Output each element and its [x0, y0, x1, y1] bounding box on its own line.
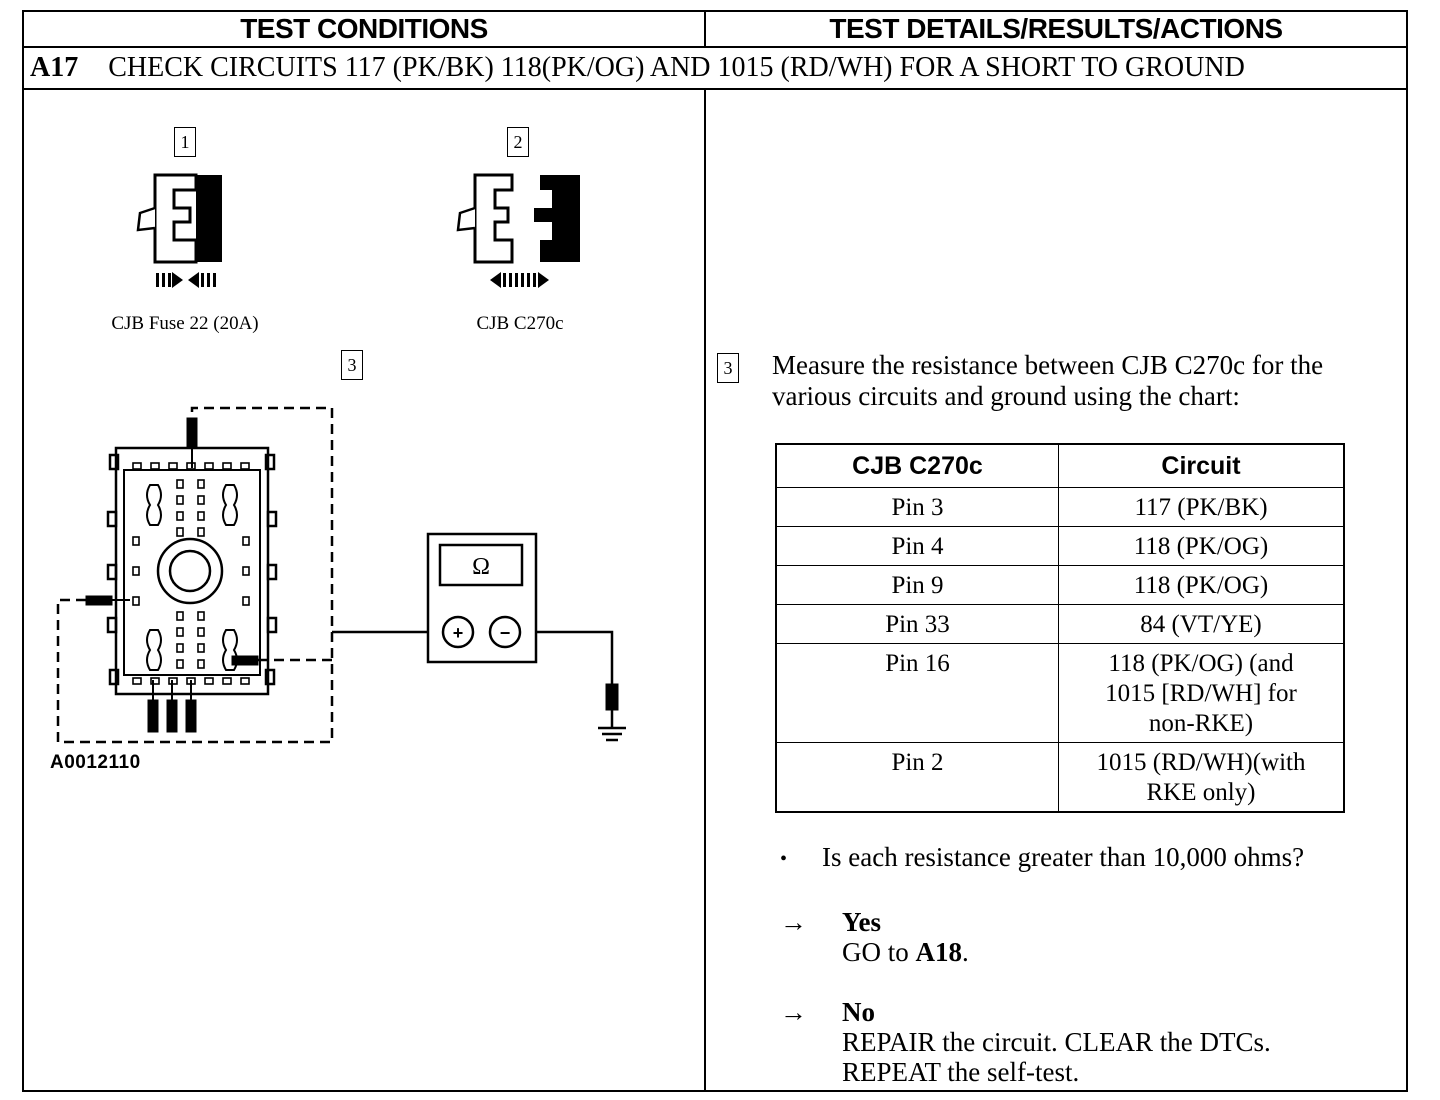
connector-caption: CJB C270c	[476, 313, 564, 334]
step-3-marker: 3	[717, 353, 739, 383]
pin-cell: Pin 16	[775, 643, 1059, 743]
ohm-symbol: Ω	[472, 554, 490, 580]
circuit-cell: 118 (PK/OG) (and 1015 [RD/WH] for non-RK…	[1058, 643, 1345, 743]
table-row: Pin 33 84 (VT/YE)	[775, 604, 1345, 644]
callout-2: 2	[507, 127, 529, 157]
test-probe-leads	[56, 406, 334, 744]
chart-header-row: CJB C270c Circuit	[775, 443, 1345, 488]
table-row: Pin 16 118 (PK/OG) (and 1015 [RD/WH] for…	[775, 643, 1345, 743]
bullet: •	[780, 848, 788, 871]
callout-1: 1	[174, 127, 196, 157]
pin-cell: Pin 3	[775, 487, 1059, 527]
circuit-cell: 117 (PK/BK)	[1058, 487, 1345, 527]
c270c-connector-face	[106, 446, 278, 696]
connected-connector-icon	[136, 173, 222, 264]
yes-action: GO to A18.	[842, 937, 969, 967]
test-conditions-heading: TEST CONDITIONS	[240, 13, 488, 44]
table-row: Pin 2 1015 (RD/WH)(with RKE only)	[775, 742, 1345, 813]
ground-icon	[598, 683, 626, 742]
plus-terminal-label: +	[453, 623, 464, 643]
push-together-arrows-icon	[156, 272, 216, 288]
header-column-divider	[704, 10, 706, 48]
chart-header-connector: CJB C270c	[775, 443, 1059, 488]
c270c-pin-grid	[132, 462, 250, 685]
plus-terminal-icon	[441, 615, 475, 649]
circuit-cell: 118 (PK/OG)	[1058, 526, 1345, 566]
pin-cell: Pin 4	[775, 526, 1059, 566]
resistance-question: • Is each resistance greater than 10,000 …	[780, 842, 1304, 873]
pin-circuit-chart: CJB C270c Circuit Pin 3 117 (PK/BK) Pin …	[775, 443, 1345, 813]
step-title: CHECK CIRCUITS 117 (PK/BK) 118(PK/OG) AN…	[108, 52, 1245, 83]
probe-tips-icon	[85, 417, 259, 733]
figure-id: A0012110	[50, 752, 141, 773]
step-id: A17	[30, 52, 79, 83]
test-details-heading: TEST DETAILS/RESULTS/ACTIONS	[829, 13, 1283, 44]
right-arrow-icon: →	[780, 997, 807, 1027]
table-row: Pin 9 118 (PK/OG)	[775, 565, 1345, 605]
body-column-divider	[704, 88, 706, 1092]
circuit-cell: 118 (PK/OG)	[1058, 565, 1345, 605]
fuse-caption: CJB Fuse 22 (20A)	[111, 313, 259, 334]
header-divider	[22, 46, 1408, 48]
step-title-row: A17 CHECK CIRCUITS 117 (PK/BK) 118(PK/OG)…	[30, 48, 1245, 88]
callout-3: 3	[341, 350, 363, 380]
pull-apart-arrows-icon	[490, 272, 549, 288]
ohmmeter: Ω + −	[426, 532, 538, 664]
yes-label: Yes	[842, 907, 881, 937]
minus-terminal-label: −	[500, 623, 511, 643]
pin-cell: Pin 2	[775, 742, 1059, 813]
minus-terminal-icon	[488, 615, 522, 649]
question-text: Is each resistance greater than 10,000 o…	[822, 842, 1305, 872]
disconnected-connector-icon	[456, 173, 580, 264]
negative-lead-wire	[522, 630, 614, 684]
step-divider	[22, 88, 1408, 90]
pin-cell: Pin 33	[775, 604, 1059, 644]
chart-header-circuit: Circuit	[1058, 443, 1345, 488]
procedure-frame	[22, 10, 1408, 1092]
no-action-line-1: REPAIR the circuit. CLEAR the DTCs.	[842, 1027, 1271, 1057]
circuit-cell: 84 (VT/YE)	[1058, 604, 1345, 644]
pin-cell: Pin 9	[775, 565, 1059, 605]
no-label: No	[842, 997, 875, 1027]
yes-target-step: A18	[915, 937, 963, 967]
table-row: Pin 4 118 (PK/OG)	[775, 526, 1345, 566]
measurement-instruction: Measure the resistance between CJB C270c…	[772, 350, 1324, 411]
no-action-line-2: REPEAT the self-test.	[842, 1057, 1080, 1087]
table-row: Pin 3 117 (PK/BK)	[775, 487, 1345, 527]
circuit-cell: 1015 (RD/WH)(with RKE only)	[1058, 742, 1345, 813]
right-arrow-icon: →	[780, 907, 807, 937]
